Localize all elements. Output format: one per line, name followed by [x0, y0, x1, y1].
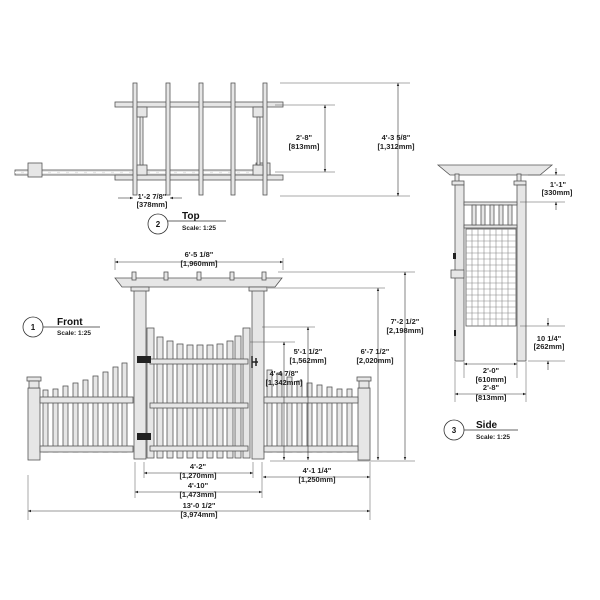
dim-side-ground-clearance-mm: [262mm] [534, 342, 565, 351]
dim-post-height: 6'-7 1/2" [361, 347, 390, 356]
left-end-post [27, 387, 41, 461]
arbor-header [114, 277, 283, 288]
top-view-callout-circle [147, 213, 169, 235]
dim-top-post-width: 1'-2 7/8" [138, 192, 167, 201]
side-view-title: Side [476, 420, 498, 431]
front-view-scale: Scale: 1:25 [57, 330, 91, 337]
dim-fence-panel-width-mm: [1,250mm] [298, 475, 336, 484]
dim-overall-height: 7'-2 1/2" [391, 317, 420, 326]
front-view-title: Front [57, 317, 83, 328]
side-header [436, 164, 554, 176]
dim-fence-panel-width: 4'-1 1/4" [303, 466, 332, 475]
side-view-scale: Scale: 1:25 [476, 434, 510, 441]
gate[interactable] [137, 327, 258, 459]
hinge-top-icon [137, 356, 151, 363]
dim-overall-height-mm: [2,198mm] [386, 326, 424, 335]
top-end-post-left [27, 162, 43, 178]
dim-opening-width-mm: [1,473mm] [179, 490, 217, 499]
dim-side-ground-clearance: 10 1/4" [537, 334, 562, 343]
dim-opening-width: 4'-10" [188, 481, 209, 490]
dim-side-inner-width-mm: [610mm] [476, 375, 507, 384]
dim-fence-height: 4'-4 7/8" [270, 369, 299, 378]
dim-top-inner-depth-mm: [813mm] [289, 142, 320, 151]
dim-gate-width-mm: [1,270mm] [179, 471, 217, 480]
top-view-number: 2 [156, 220, 161, 229]
right-fence-panel [263, 369, 372, 461]
dim-overall-width-mm: [3,974mm] [180, 510, 218, 519]
side-view-number: 3 [452, 426, 457, 435]
dim-side-outer-width: 2'-8" [483, 383, 500, 392]
dim-side-top-clearance-mm: [330mm] [542, 188, 573, 197]
latch-icon [251, 356, 258, 368]
dim-top-post-width-mm: [378mm] [137, 200, 168, 209]
arbor-post-right [251, 288, 265, 460]
dim-side-top-clearance: 1'-1" [550, 180, 567, 189]
dim-top-overall-depth: 4'-3 5/8" [382, 133, 411, 142]
side-lattice [465, 228, 517, 327]
front-view [26, 258, 415, 520]
dim-top-overall-depth-mm: [1,312mm] [377, 142, 415, 151]
dim-arbor-width-mm: [1,960mm] [180, 259, 218, 268]
dim-overall-width: 13'-0 1/2" [183, 501, 216, 510]
side-view [436, 164, 565, 402]
top-view-scale: Scale: 1:25 [182, 225, 216, 232]
top-view-title: Top [182, 211, 200, 222]
dim-gate-width: 4'-2" [190, 462, 207, 471]
right-end-post [357, 387, 371, 461]
dim-side-inner-width: 2'-0" [483, 366, 500, 375]
dim-top-inner-depth: 2'-8" [296, 133, 313, 142]
front-view-number: 1 [31, 323, 36, 332]
top-view [14, 82, 410, 200]
dim-side-outer-width-mm: [813mm] [476, 393, 507, 402]
left-fence-panel [26, 362, 134, 461]
dim-fence-height-mm: [1,342mm] [265, 378, 303, 387]
hinge-bottom-icon [137, 433, 151, 440]
dim-gate-height: 5'-1 1/2" [294, 347, 323, 356]
side-post-right [516, 184, 527, 362]
dim-arbor-width: 6'-5 1/8" [185, 250, 214, 259]
dim-gate-height-mm: [1,562mm] [289, 356, 327, 365]
dim-post-height-mm: [2,020mm] [356, 356, 394, 365]
